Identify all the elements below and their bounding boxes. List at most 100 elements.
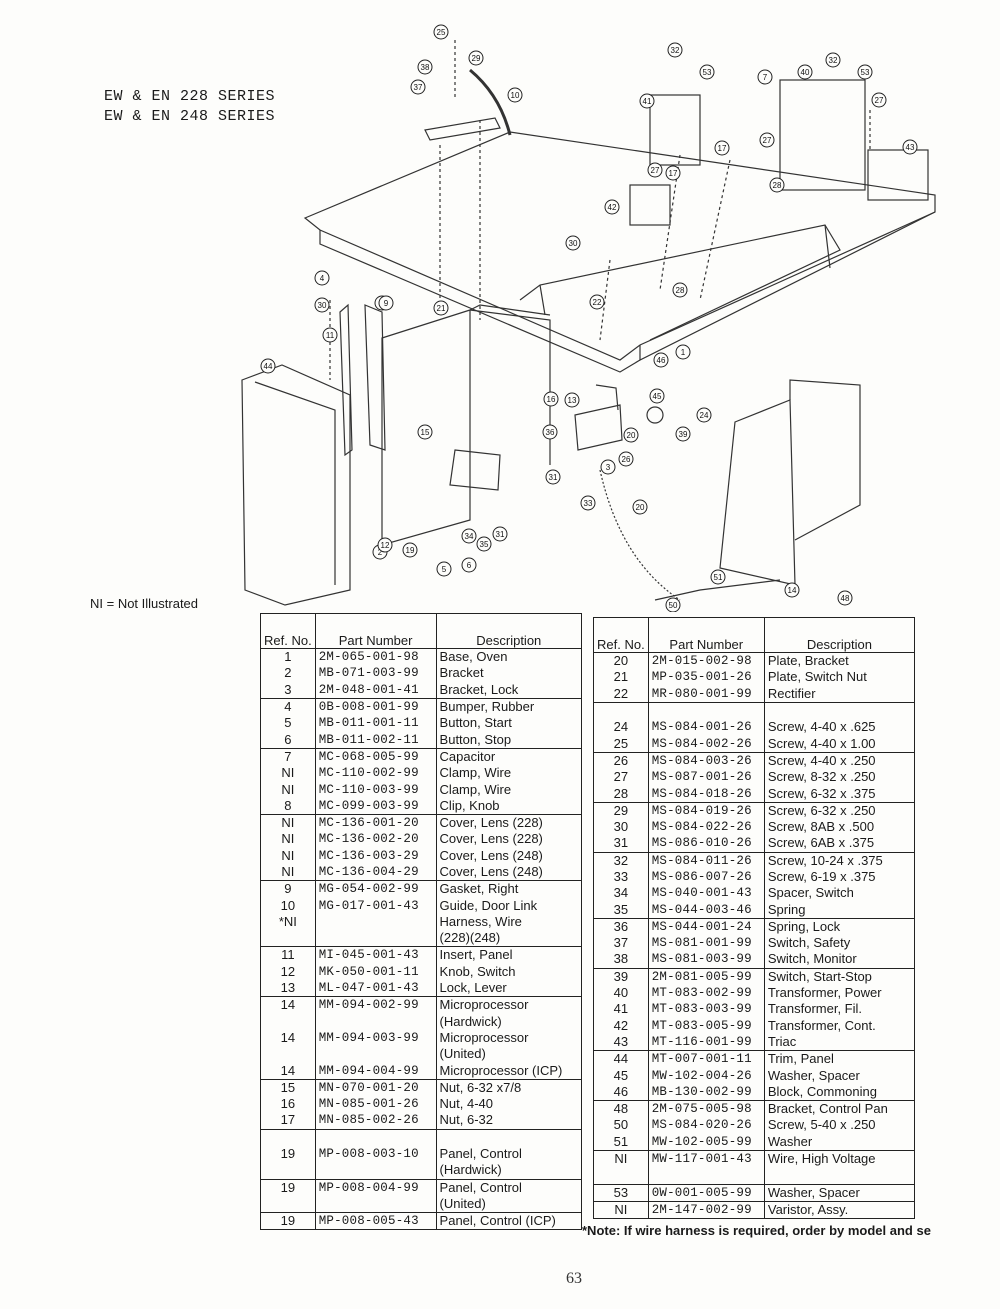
callout-27: 27 <box>647 162 663 178</box>
ref-no-cell: 37 <box>593 935 649 952</box>
description-cell: Cover, Lens (248) <box>435 847 583 864</box>
part-number-cell <box>314 1162 437 1179</box>
part-number-cell: MS-084-022-26 <box>647 818 765 836</box>
callout-40: 40 <box>797 64 813 80</box>
ref-no-cell: 14 <box>260 996 316 1014</box>
ref-no-cell: 34 <box>593 885 649 902</box>
ref-no-cell <box>260 1046 316 1063</box>
callout-label: 21 <box>437 304 446 313</box>
wire-harness-footnote: *Note: If wire harness is required, orde… <box>582 1223 931 1238</box>
callout-label: 3 <box>606 463 611 472</box>
ref-no-cell: 53 <box>593 1183 649 1202</box>
description-cell: Nut, 6-32 <box>435 1112 583 1130</box>
part-number-cell: MC-136-002-20 <box>314 831 437 848</box>
description-cell: Transformer, Fil. <box>763 1001 916 1018</box>
description-cell: Block, Commoning <box>763 1083 916 1101</box>
description-cell: Screw, 6-32 x .250 <box>763 801 916 819</box>
part-number-cell: MN-085-001-26 <box>314 1096 437 1113</box>
callout-label: 5 <box>442 565 447 574</box>
ref-no-cell: 6 <box>260 731 316 749</box>
description-cell: Wire, High Voltage <box>763 1149 916 1168</box>
callout-label: 1 <box>681 348 686 357</box>
description-cell: Cover, Lens (228) <box>435 813 583 832</box>
ref-no-cell: NI <box>260 863 316 881</box>
callout-label: 38 <box>421 63 430 72</box>
ref-no-cell <box>593 1167 649 1184</box>
callout-label: 31 <box>496 530 505 539</box>
part-number-cell: MG-017-001-43 <box>314 897 437 914</box>
callout-20: 20 <box>632 499 648 515</box>
description-cell: Washer <box>763 1133 916 1151</box>
callout-label: 40 <box>801 68 810 77</box>
callout-label: 16 <box>547 395 556 404</box>
callout-46: 46 <box>653 352 669 368</box>
part-number-cell: MS-081-003-99 <box>647 951 765 969</box>
part-number-cell: MT-116-001-99 <box>647 1033 765 1051</box>
part-number-cell: MS-084-003-26 <box>647 751 765 770</box>
part-number-cell: 2M-048-001-41 <box>314 681 437 699</box>
part-number-cell: MS-081-001-99 <box>647 935 765 952</box>
callout-28: 28 <box>769 177 785 193</box>
ref-no-cell: 13 <box>260 979 316 997</box>
description-cell: Transformer, Cont. <box>763 1017 916 1034</box>
ref-no-cell: 48 <box>593 1100 649 1118</box>
callout-label: 10 <box>511 91 520 100</box>
description-cell: Screw, 6-19 x .375 <box>763 868 916 886</box>
part-number-cell: ML-047-001-43 <box>314 979 437 997</box>
callout-35: 35 <box>476 536 492 552</box>
ref-no-cell: 15 <box>260 1078 316 1097</box>
ref-no-cell: 36 <box>593 917 649 936</box>
part-row <box>593 1167 916 1184</box>
callout-label: 53 <box>703 68 712 77</box>
part-number-cell: 0B-008-001-99 <box>314 697 437 716</box>
callout-4: 4 <box>314 270 330 286</box>
callout-17: 17 <box>714 140 730 156</box>
part-number-header: Part Number <box>314 613 437 649</box>
description-cell: Microprocessor (ICP) <box>435 1062 583 1080</box>
part-number-cell: MT-083-003-99 <box>647 1001 765 1018</box>
ref-no-cell: *NI <box>260 913 316 931</box>
callout-32: 32 <box>825 52 841 68</box>
callout-label: 48 <box>841 594 850 603</box>
callout-label: 27 <box>875 96 884 105</box>
description-cell <box>763 1167 916 1184</box>
callout-45: 45 <box>649 388 665 404</box>
callout-16: 16 <box>543 391 559 407</box>
description-cell: Switch, Safety <box>763 935 916 952</box>
description-cell: Bracket, Lock <box>435 681 583 699</box>
part-number-cell: MG-054-002-99 <box>314 880 437 898</box>
description-cell: (228)(248) <box>435 930 583 947</box>
callout-label: 43 <box>906 143 915 152</box>
part-number-cell <box>647 1167 765 1184</box>
part-number-cell: MS-084-018-26 <box>647 785 765 803</box>
callout-label: 6 <box>467 561 472 570</box>
part-number-cell: MS-044-001-24 <box>647 917 765 936</box>
ref-no-cell: 7 <box>260 747 316 766</box>
part-number-cell: MS-086-010-26 <box>647 835 765 853</box>
part-number-cell: MW-102-005-99 <box>647 1133 765 1151</box>
callout-11: 11 <box>322 327 338 343</box>
part-number-cell: MS-084-002-26 <box>647 735 765 753</box>
ref-no-cell <box>593 701 649 720</box>
ref-no-cell: 19 <box>260 1145 316 1163</box>
description-cell: Bracket <box>435 665 583 682</box>
description-cell: Washer, Spacer <box>763 1183 916 1202</box>
description-cell: Spacer, Switch <box>763 885 916 902</box>
part-number-cell: MC-068-005-99 <box>314 747 437 766</box>
